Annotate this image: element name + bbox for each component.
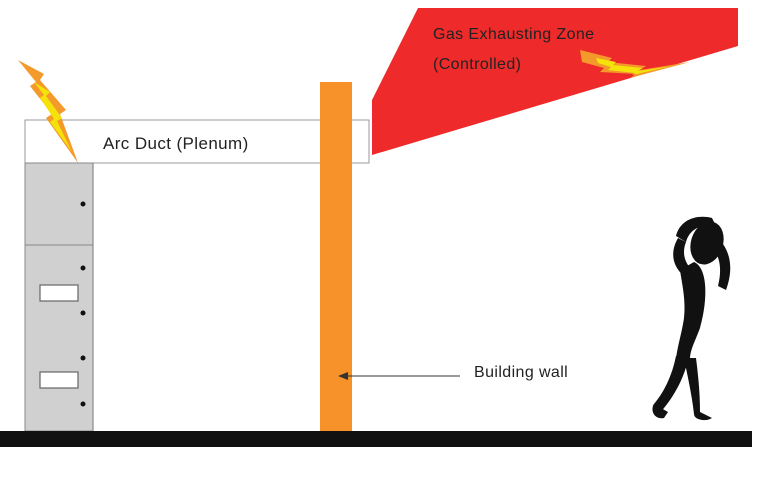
ground <box>0 431 752 447</box>
cabinet-screw <box>80 201 86 207</box>
exhaust-flash-icon <box>580 50 690 78</box>
gas-exhausting-zone <box>372 8 738 155</box>
cabinet-window <box>39 284 79 302</box>
cabinet-screw <box>80 265 86 271</box>
cabinet-screw <box>80 355 86 361</box>
arc-duct-label: Arc Duct (Plenum) <box>103 134 249 153</box>
building-wall-label: Building wall <box>474 364 569 381</box>
switchgear-cabinet <box>24 162 94 432</box>
cabinet-window <box>39 371 79 389</box>
gas-zone-subtitle: (Controlled) <box>433 56 522 73</box>
duct-outlet <box>350 119 370 164</box>
wall-pointer-arrowhead <box>338 372 348 380</box>
lightning-bolt-icon <box>18 60 78 163</box>
cabinet-screw <box>80 401 86 407</box>
cabinet-screw <box>80 310 86 316</box>
person-covering-head-icon <box>652 216 731 421</box>
gas-zone-title: Gas Exhausting Zone <box>433 26 595 43</box>
